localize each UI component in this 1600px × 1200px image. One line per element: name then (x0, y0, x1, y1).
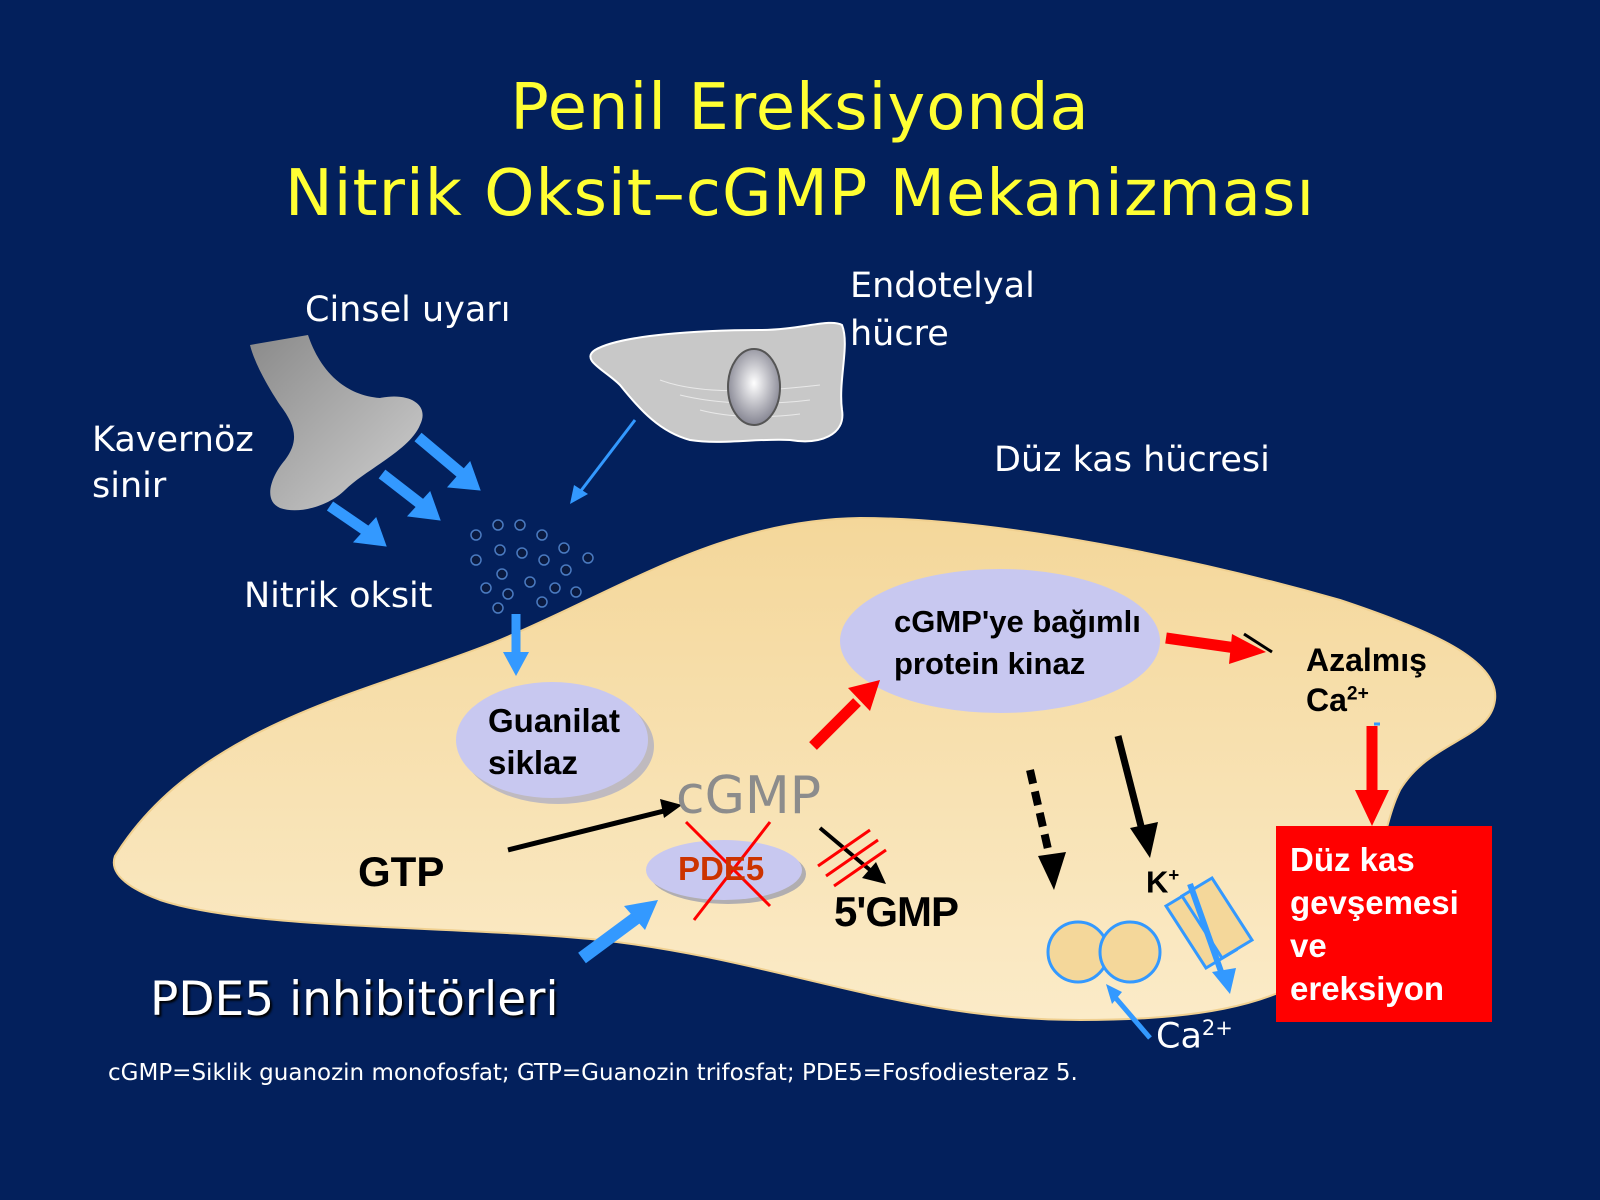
guanylate-cyclase-ellipse (456, 682, 648, 798)
calcium-channel (1046, 920, 1162, 984)
footnote: cGMP=Siklik guanozin monofosfat; GTP=Gua… (108, 1060, 1078, 1086)
pkg-ellipse (840, 569, 1160, 713)
label-5gmp: 5'GMP (834, 888, 959, 935)
potassium-channel (1163, 875, 1255, 994)
label-sexual-stimulus: Cinsel uyarı (305, 290, 511, 330)
endothelial-no-arrow (570, 419, 637, 504)
cgmp-to-5gmp-arrow (817, 826, 887, 888)
title-line-1: Penil Ereksiyonda (510, 71, 1090, 145)
no-to-gc-arrow (503, 614, 529, 676)
label-endothelial-1: Endotelyal (850, 266, 1035, 306)
label-endothelial-2: hücre (850, 314, 949, 354)
nitric-oxide-dots (470, 519, 594, 614)
result-line-4: ereksiyon (1290, 970, 1445, 1007)
pde5-ellipse (646, 840, 802, 900)
label-cavernous-1: Kavernöz (92, 420, 254, 460)
label-pkg-2: protein kinaz (894, 646, 1086, 681)
label-smooth-muscle-cell: Düz kas hücresi (994, 440, 1270, 480)
decreased-ca-to-relaxation-arrow (1355, 722, 1389, 826)
label-pde5-inhibitors: PDE5 inhibitörleri (150, 972, 559, 1027)
label-decreased-ca: Ca2+ (1306, 682, 1369, 718)
label-pde5: PDE5 (678, 850, 765, 887)
cgmp-to-pkg-arrow (809, 680, 880, 750)
pkg-to-decreased-ca-arrow (1165, 632, 1273, 664)
pde5-cross (684, 820, 772, 921)
result-line-2: gevşemesi (1290, 884, 1459, 921)
label-gtp: GTP (358, 848, 445, 895)
label-pkg-1: cGMP'ye bağımlı (894, 604, 1141, 639)
result-line-1: Düz kas (1290, 841, 1415, 878)
label-nitric-oxide: Nitrik oksit (244, 576, 433, 616)
label-calcium-bottom: Ca2+ (1156, 1016, 1233, 1057)
result-line-3: ve (1290, 927, 1327, 964)
k-channel-arrow (1114, 735, 1158, 858)
label-guanylate-1: Guanilat (488, 702, 621, 739)
nerve-no-arrows (326, 432, 481, 547)
cavernous-nerve-shape (250, 335, 423, 511)
calcium-influx-arrow (1106, 984, 1152, 1040)
label-potassium: K+ (1146, 864, 1180, 900)
gtp-to-cgmp-arrow (507, 799, 682, 853)
result-box: Düz kas gevşemesi ve ereksiyon (1276, 826, 1492, 1022)
label-decreased: Azalmış (1306, 642, 1427, 678)
label-cgmp: cGMP (676, 766, 822, 826)
endothelial-cell-shape (589, 321, 846, 443)
dashed-black-arrow (1026, 769, 1066, 890)
label-guanylate-2: siklaz (488, 744, 578, 781)
label-cavernous-2: sinir (92, 466, 167, 506)
title-line-2: Nitrik Oksit–cGMP Mekanizması (284, 157, 1316, 231)
pde5-inhibitor-arrow (578, 900, 658, 964)
endothelial-nucleus (727, 348, 781, 426)
